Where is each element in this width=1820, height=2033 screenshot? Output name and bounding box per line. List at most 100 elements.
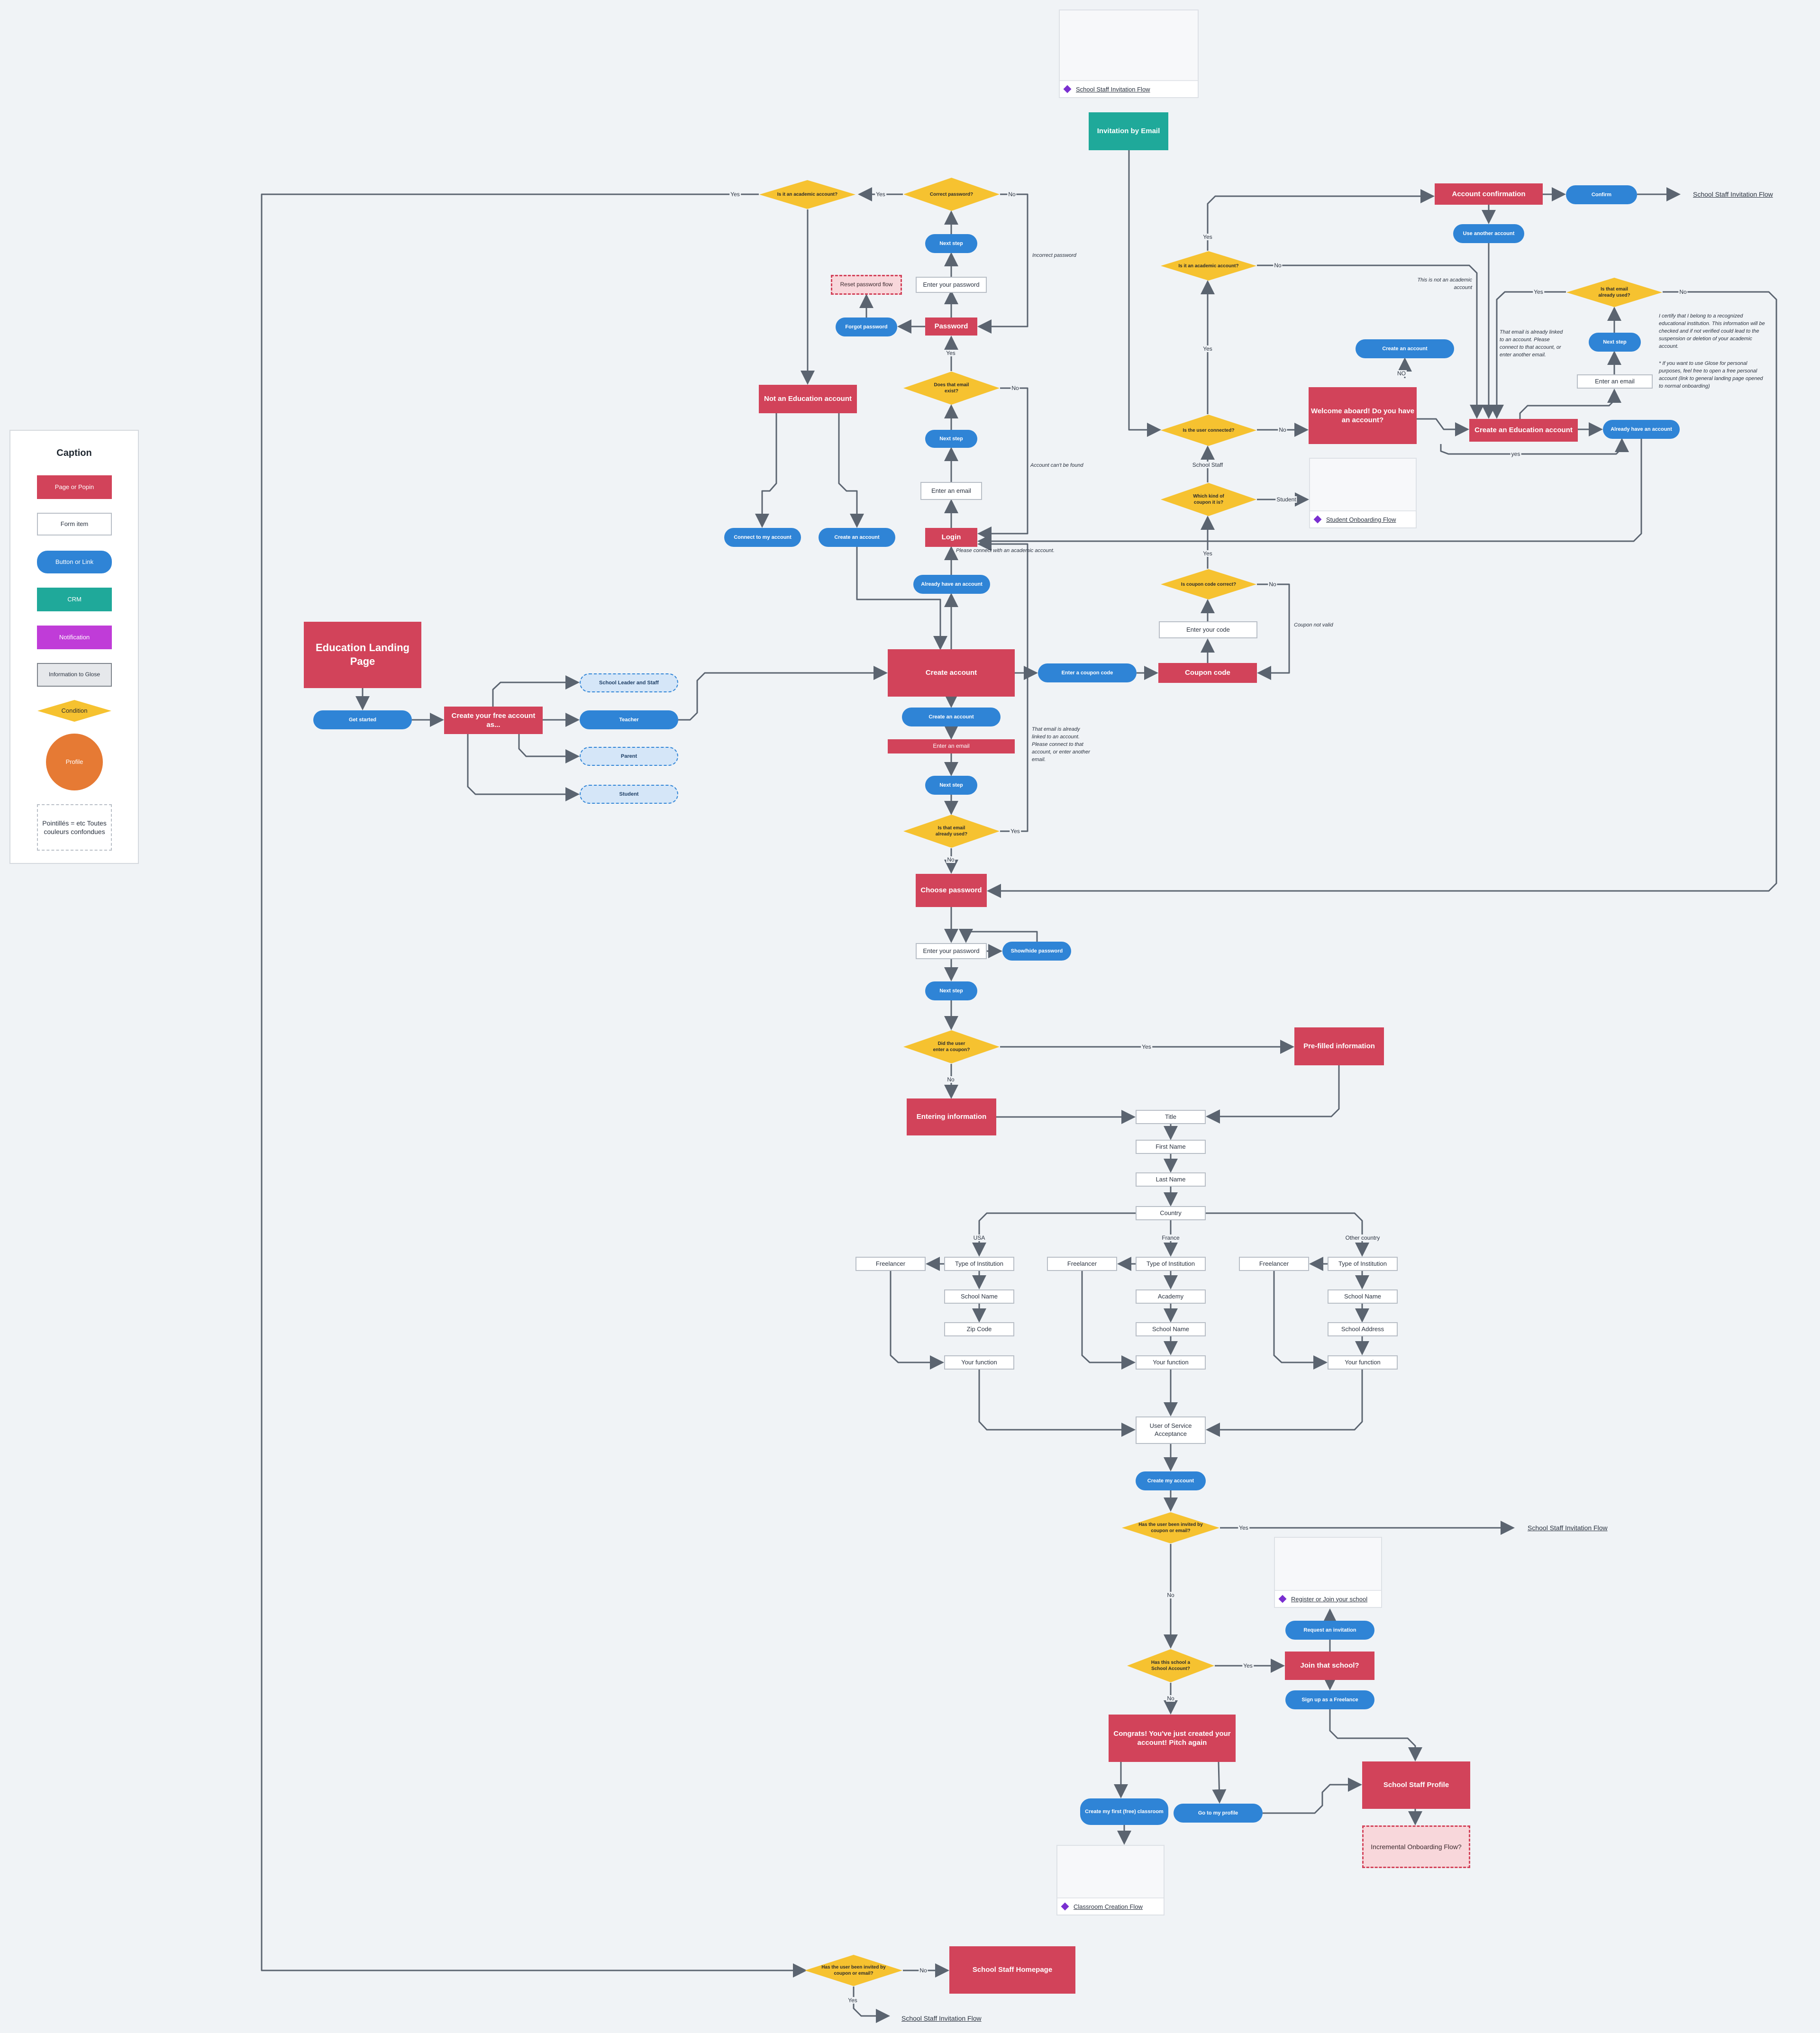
connector	[1257, 583, 1290, 680]
zip-code-field[interactable]: Zip Code	[944, 1322, 1014, 1336]
get-started-button[interactable]: Get started	[313, 710, 412, 729]
create-account-button[interactable]: Create an account	[819, 528, 895, 547]
register-flow-card[interactable]: Register or Join your school	[1274, 1537, 1382, 1608]
edge-label: Yes	[1242, 1662, 1254, 1669]
connector	[978, 1370, 1136, 1437]
choose-password-page: Choose password	[916, 874, 987, 907]
invitation-flow-link-3[interactable]: School Staff Invitation Flow	[901, 2015, 982, 2022]
connector	[1417, 418, 1469, 436]
edge-label: No	[1007, 191, 1017, 198]
edge-label: Yes	[1238, 1525, 1249, 1531]
create-account-button-2[interactable]: Create an account	[902, 708, 1001, 726]
school-address-field[interactable]: School Address	[1328, 1322, 1398, 1336]
email-linked-note: That email is already linked to an accou…	[1032, 726, 1090, 762]
academy-field[interactable]: Academy	[1136, 1289, 1206, 1304]
freelancer-france[interactable]: Freelancer	[1047, 1257, 1117, 1271]
connect-account-button[interactable]: Connect to my account	[724, 528, 801, 547]
forgot-password-button[interactable]: Forgot password	[836, 318, 897, 336]
connector	[977, 193, 1028, 334]
incremental-onboarding-ghost: Incremental Onboarding Flow?	[1362, 1825, 1470, 1868]
correct-password-condition: Correct password?	[903, 177, 1000, 211]
account-confirmation-page: Account confirmation	[1435, 183, 1543, 205]
next-step-button-1[interactable]: Next step	[925, 234, 977, 253]
already-have-account-button[interactable]: Already have an account	[913, 575, 990, 594]
edge-label: No	[1278, 427, 1287, 433]
freelancer-usa[interactable]: Freelancer	[855, 1257, 926, 1271]
next-step-button-5[interactable]: Next step	[925, 981, 977, 1000]
next-step-button-3[interactable]: Next step	[925, 776, 977, 795]
register-flow-link[interactable]: Register or Join your school	[1291, 1595, 1368, 1603]
school-staff-profile-page: School Staff Profile	[1362, 1761, 1470, 1809]
edge-label: Yes	[1010, 828, 1021, 835]
legend-info: Information to Glose	[37, 663, 112, 687]
already-have-account-button-2[interactable]: Already have an account	[1603, 420, 1680, 439]
connector	[1519, 389, 1621, 419]
student-flow-card[interactable]: Student Onboarding Flow	[1309, 458, 1417, 528]
school-name-france[interactable]: School Name	[1136, 1322, 1206, 1336]
classroom-flow-card[interactable]: Classroom Creation Flow	[1056, 1845, 1165, 1915]
invitation-flow-link-2[interactable]: School Staff Invitation Flow	[1528, 1524, 1608, 1532]
invitation-flow-card[interactable]: School Staff Invitation Flow	[1059, 9, 1199, 98]
enter-password-field[interactable]: Enter your password	[916, 277, 987, 293]
enter-email-page: Enter an email	[888, 739, 1015, 753]
request-invitation-button[interactable]: Request an invitation	[1285, 1621, 1374, 1640]
connector	[1206, 1065, 1340, 1124]
create-account-button-3[interactable]: Create an account	[1356, 339, 1454, 358]
create-education-account-page: Create an Education account	[1469, 419, 1578, 442]
student-flow-link[interactable]: Student Onboarding Flow	[1326, 516, 1396, 523]
create-classroom-button[interactable]: Create my first (free) classroom	[1080, 1798, 1168, 1825]
connector	[856, 547, 947, 650]
show-hide-password-button[interactable]: Show/hide password	[1002, 942, 1071, 961]
go-to-profile-button[interactable]: Go to my profile	[1174, 1804, 1263, 1823]
connector	[1081, 1271, 1136, 1370]
last-name-field[interactable]: Last Name	[1136, 1172, 1206, 1187]
parent-option[interactable]: Parent	[580, 747, 678, 766]
school-name-other[interactable]: School Name	[1328, 1289, 1398, 1304]
student-option[interactable]: Student	[580, 785, 678, 804]
first-name-field[interactable]: First Name	[1136, 1140, 1206, 1154]
enter-email-field[interactable]: Enter an email	[920, 482, 982, 500]
invitation-flow-link[interactable]: School Staff Invitation Flow	[1076, 85, 1150, 93]
user-connected-condition: Is the user connected?	[1160, 414, 1257, 446]
edge-label: No	[919, 1967, 928, 1974]
type-institution-usa[interactable]: Type of Institution	[944, 1257, 1014, 1271]
sign-up-freelance-button[interactable]: Sign up as a Freelance	[1285, 1690, 1374, 1709]
terms-acceptance-field[interactable]: User of Service Acceptance	[1136, 1416, 1206, 1444]
create-my-account-button[interactable]: Create my account	[1136, 1471, 1206, 1490]
enter-code-field[interactable]: Enter your code	[1159, 621, 1257, 638]
next-step-button-2[interactable]: Next step	[925, 430, 977, 448]
school-leader-option[interactable]: School Leader and Staff	[580, 673, 678, 692]
email-exist-condition: Does that email exist?	[903, 371, 1000, 405]
teacher-option[interactable]: Teacher	[580, 710, 678, 729]
title-field[interactable]: Title	[1136, 1110, 1206, 1124]
type-institution-other[interactable]: Type of Institution	[1328, 1257, 1398, 1271]
confirm-button[interactable]: Confirm	[1566, 185, 1637, 204]
freelancer-other[interactable]: Freelancer	[1239, 1257, 1309, 1271]
invitation-flow-link-1[interactable]: School Staff Invitation Flow	[1693, 191, 1773, 198]
edge-label: No	[1273, 262, 1283, 269]
use-another-account-button[interactable]: Use another account	[1453, 224, 1524, 243]
edge-label: Yes	[1202, 550, 1213, 557]
prefilled-information-page: Pre-filled information	[1294, 1027, 1384, 1065]
school-name-usa[interactable]: School Name	[944, 1289, 1014, 1304]
classroom-flow-link[interactable]: Classroom Creation Flow	[1074, 1903, 1143, 1910]
your-function-france[interactable]: Your function	[1136, 1355, 1206, 1370]
choose-password-field[interactable]: Enter your password	[916, 943, 987, 959]
coupon-kind-condition: Which kind of coupon it is?	[1160, 482, 1257, 517]
edge-label: France	[1161, 1234, 1181, 1241]
enter-coupon-button[interactable]: Enter a coupon code	[1038, 663, 1137, 682]
account-not-found-note: Account can't be found	[1030, 463, 1083, 468]
connector	[1263, 1778, 1362, 1814]
your-function-usa[interactable]: Your function	[944, 1355, 1014, 1370]
next-step-button-4[interactable]: Next step	[1589, 333, 1641, 352]
edge-label: NO	[1396, 370, 1407, 377]
type-institution-france[interactable]: Type of Institution	[1136, 1257, 1206, 1271]
your-function-other[interactable]: Your function	[1328, 1355, 1398, 1370]
country-field[interactable]: Country	[1136, 1206, 1206, 1220]
personal-account-note: * If you want to use Glose for personal …	[1659, 361, 1763, 389]
enter-email-field-3[interactable]: Enter an email	[1577, 374, 1653, 389]
connector	[1207, 189, 1435, 251]
flow-icon	[1313, 515, 1322, 524]
legend-crm: CRM	[37, 588, 112, 611]
flow-icon	[1278, 1595, 1287, 1603]
